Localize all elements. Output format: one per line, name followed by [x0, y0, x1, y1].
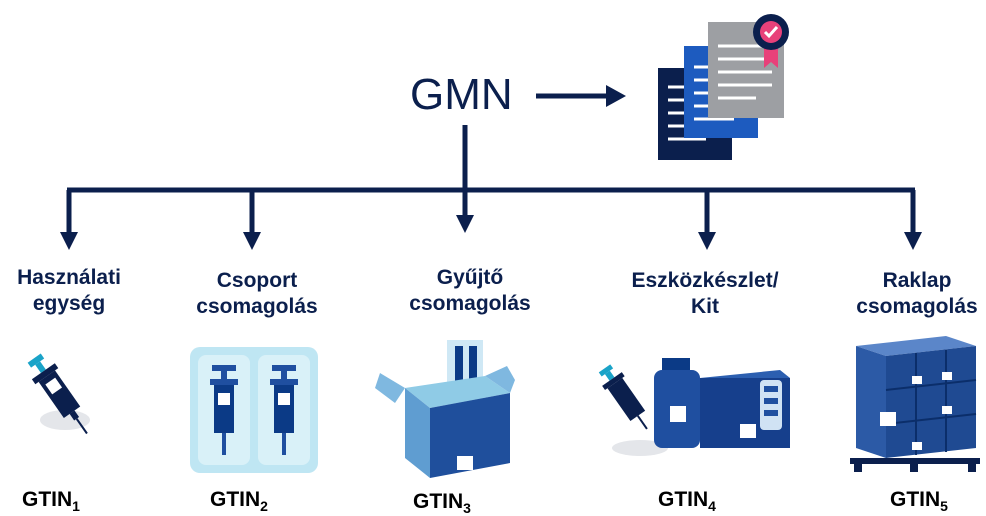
gtin-1: GTIN1: [22, 488, 80, 514]
gtin-2: GTIN2: [210, 488, 268, 514]
certificate-documents-icon: [658, 14, 789, 160]
blister-syringes-icon: [190, 347, 318, 473]
pallet-icon: [850, 336, 980, 472]
label-kit: Eszközkészlet/Kit: [631, 269, 779, 318]
arrow-head: [606, 85, 626, 107]
syringe-icon: [27, 353, 90, 435]
kit-icon: [598, 358, 790, 456]
gtin-4: GTIN4: [658, 488, 716, 514]
open-case-box-icon: [375, 340, 515, 478]
gtin-3: GTIN3: [413, 490, 471, 516]
gmn-label: GMN: [410, 70, 513, 119]
gtin-5: GTIN5: [890, 488, 948, 514]
